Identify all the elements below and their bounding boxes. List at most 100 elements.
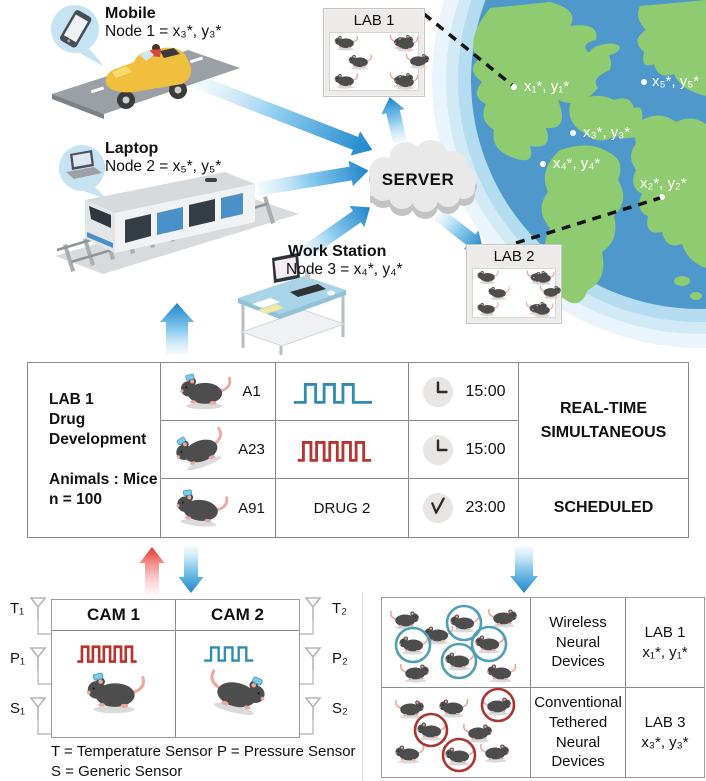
signal-cell-a23 [276, 421, 409, 479]
cam1-header: CAM 1 [52, 600, 176, 631]
workstation-node-label: Node 3 = x₄*, y₄* [286, 261, 403, 278]
treatment-label: DRUG 2 [313, 499, 371, 517]
lab2-box: LAB 2 [466, 244, 562, 324]
sensor-label-t1: T₁ [10, 600, 25, 617]
arrow-devices-down-icon [510, 546, 538, 593]
time-value: 15:00 [465, 382, 506, 400]
map-point-label-3: x₃*, y₃* [583, 124, 631, 141]
cam2-header: CAM 2 [176, 600, 299, 631]
signal-waveform-red-icon [297, 440, 372, 462]
clock-icon [423, 376, 454, 407]
wireless-label-cell: Wireless Neural Devices [531, 598, 626, 688]
sensor-label-s1: S₁ [10, 700, 26, 717]
lab1-box-title: LAB 1 [353, 12, 395, 29]
tethered-label-cell: Conventional Tethered Neural Devices [531, 688, 626, 777]
antenna-icon [30, 647, 46, 671]
treatment-cell-a91: DRUG 2 [276, 479, 409, 537]
study-info-line: Development [49, 431, 147, 449]
workstation-title: Work Station [288, 243, 387, 260]
arrow-workstation-to-server [297, 205, 370, 261]
cam1-view [52, 631, 176, 737]
car-illustration [52, 44, 240, 119]
subject-cell-a23: A23 [161, 421, 276, 479]
time-cell-a23: 15:00 [409, 421, 519, 479]
tethered-label-line: Conventional [534, 693, 622, 711]
server-cloud [369, 140, 477, 219]
antenna-icon [30, 597, 46, 621]
sensor-label-t2: T₂ [332, 600, 347, 617]
arrow-mobile-to-server [195, 75, 373, 156]
study-info-cell: LAB 1 Drug Development Animals : Mice n … [28, 363, 161, 537]
arrow-server-to-lab2 [433, 208, 483, 250]
wireless-label-line: Neural [555, 633, 601, 651]
signal-cell-a1 [276, 363, 409, 421]
sensor-label-p1: P₁ [10, 650, 26, 667]
map-point-label-2: x₂*, y₂* [640, 175, 687, 192]
mobile-node-label: Node 1 = x₃*, y₃* [105, 23, 222, 40]
time-value: 23:00 [465, 499, 506, 516]
lab1-mice-cage [329, 32, 431, 91]
study-info-line: Animals : Mice [49, 470, 158, 488]
map-point-label-1: x₁*, y₁* [524, 78, 570, 95]
laptop-icon [59, 145, 108, 200]
time-cell-a91: 23:00 [409, 479, 519, 537]
mode-realtime-line1: REAL-TIME [559, 400, 648, 418]
sensor-antennas [30, 597, 321, 735]
wireless-lab-coords: x₁*, y₁* [642, 643, 688, 661]
antenna-icon [305, 597, 321, 621]
legend-temperature: T = Temperature Sensor [51, 743, 213, 760]
section-divider [362, 592, 363, 781]
phone-icon [51, 5, 103, 66]
time-value: 15:00 [465, 440, 506, 458]
mouse-icon [175, 373, 233, 410]
sensor-label-s2: S₂ [332, 700, 348, 717]
legend-generic: S = Generic Sensor [51, 763, 183, 780]
tethered-label-line: Tethered [548, 713, 608, 731]
laptop-title: Laptop [105, 140, 159, 157]
mobile-title: Mobile [105, 5, 156, 22]
mode-realtime-line2: SIMULTANEOUS [540, 423, 667, 441]
mouse-icon [171, 490, 229, 527]
signal-waveform-blue-icon [294, 382, 373, 404]
cam2-view [176, 631, 299, 737]
subject-id: A1 [242, 383, 261, 400]
wireless-mice-group [390, 604, 519, 684]
arrow-cam-up-red-icon [139, 547, 165, 594]
wireless-lab-cell: LAB 1 x₁*, y₁* [626, 598, 704, 688]
wireless-label-line: Devices [551, 653, 605, 671]
cam-panel: CAM 1 CAM 2 [51, 599, 300, 738]
signal-waveform-red-icon [76, 645, 137, 663]
devices-panel: Wireless Neural Devices LAB 1 x₁*, y₁* [381, 597, 705, 778]
time-cell-a1: 15:00 [409, 363, 519, 421]
tethered-lab-cell: LAB 3 x₃*, y₃* [626, 688, 704, 777]
server-label: SERVER [381, 170, 455, 189]
study-table: LAB 1 Drug Development Animals : Mice n … [27, 362, 689, 538]
subject-id: A23 [238, 441, 265, 458]
tethered-lab-coords: x₃*, y₃* [641, 733, 689, 751]
arrow-laptop-to-server [256, 160, 369, 196]
wireless-label-line: Wireless [549, 613, 607, 631]
mouse-icon [171, 431, 229, 468]
study-info-line: n = 100 [49, 490, 102, 508]
study-info-line: Drug [49, 411, 86, 429]
wireless-lab-name: LAB 1 [644, 623, 686, 641]
clock-icon [423, 434, 454, 465]
lab1-box: LAB 1 [323, 8, 431, 97]
signal-waveform-blue-icon [203, 646, 253, 662]
tethered-lab-name: LAB 3 [644, 713, 686, 731]
antenna-icon [305, 697, 321, 721]
wireless-mice-cell [382, 598, 531, 688]
map-point-dots [511, 79, 665, 200]
arrow-cam-down-blue-icon [178, 546, 204, 593]
antenna-icon [30, 697, 46, 721]
clock-icon [423, 492, 454, 524]
arrow-table-up-icon [160, 303, 194, 354]
antenna-icon [305, 647, 321, 671]
map-point-label-5: x₅*, y₅* [652, 73, 700, 90]
train-illustration [55, 172, 299, 274]
desk-illustration [238, 253, 346, 355]
mode-realtime-cell: REAL-TIME SIMULTANEOUS [519, 363, 688, 479]
arrow-server-to-lab1 [381, 97, 407, 144]
tethered-mice-group [394, 687, 516, 773]
